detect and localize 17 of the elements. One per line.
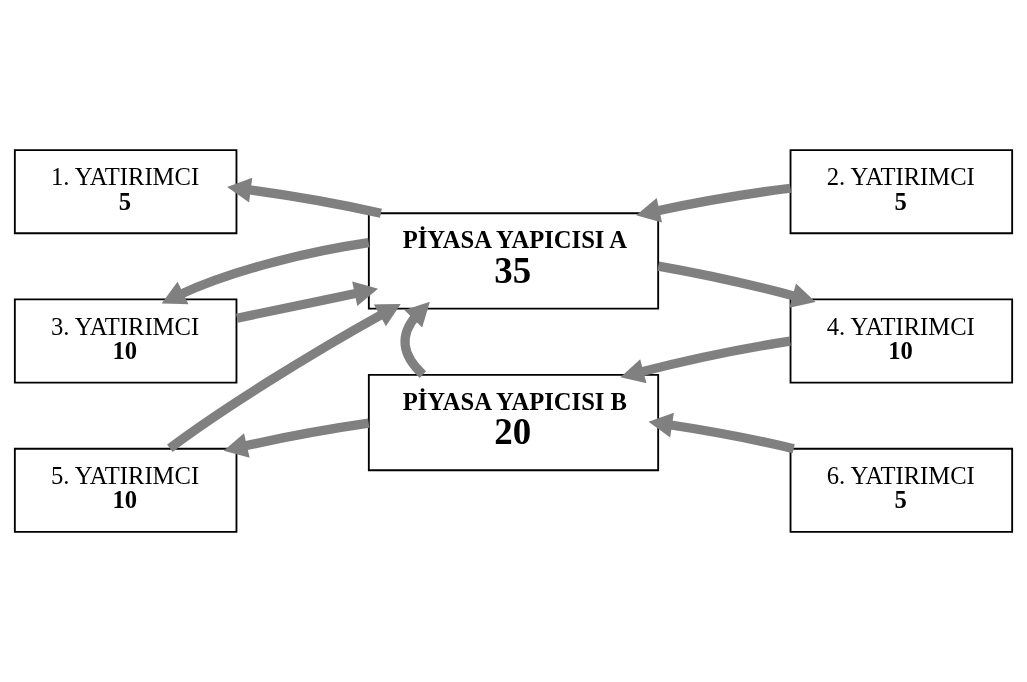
arrow — [648, 412, 795, 454]
node-box: PİYASA YAPICISI A 35 — [367, 212, 660, 310]
arrow — [227, 177, 382, 218]
arrow — [657, 261, 816, 308]
node-box: 1. YATIRIMCI 5 — [13, 149, 238, 235]
node-box: 3. YATIRIMCI 10 — [13, 298, 238, 384]
arrow — [167, 303, 401, 452]
arrow — [636, 183, 792, 223]
arrow — [161, 238, 370, 305]
arrow — [236, 281, 378, 323]
node-box: 5. YATIRIMCI 10 — [13, 447, 238, 533]
arrow — [620, 336, 791, 384]
node-box: 6. YATIRIMCI 5 — [789, 447, 1014, 533]
node-box: PİYASA YAPICISI B 20 — [367, 373, 660, 472]
arrow — [223, 418, 370, 458]
node-box: 4. YATIRIMCI 10 — [789, 298, 1014, 384]
node-box: 2. YATIRIMCI 5 — [789, 149, 1014, 235]
